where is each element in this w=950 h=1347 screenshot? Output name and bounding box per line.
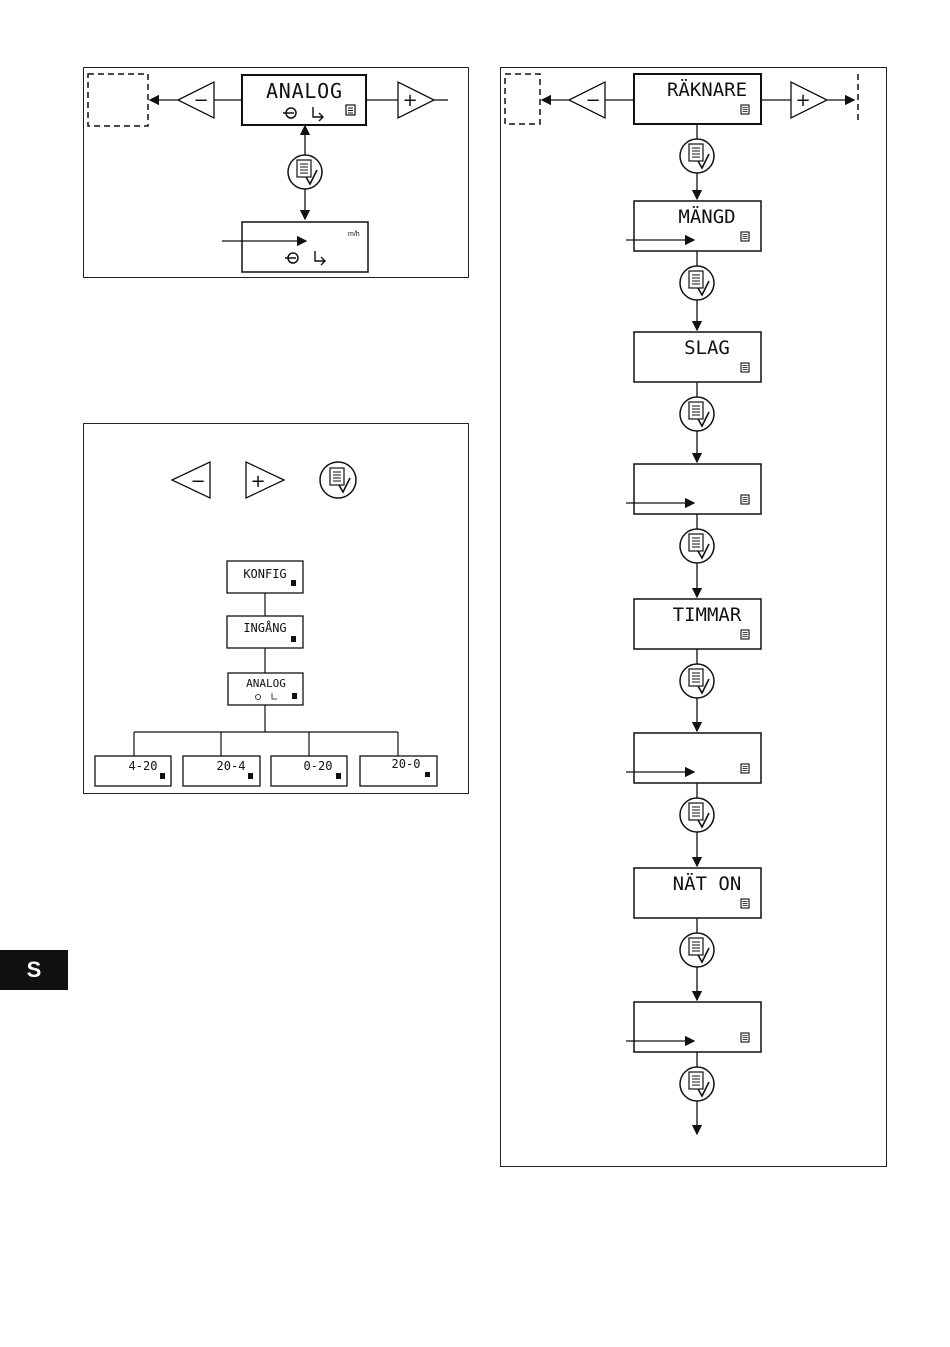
panel-analog	[83, 67, 469, 278]
language-tab: S	[0, 950, 68, 990]
panel-menu	[83, 423, 469, 794]
panel-raknare	[500, 67, 887, 1167]
